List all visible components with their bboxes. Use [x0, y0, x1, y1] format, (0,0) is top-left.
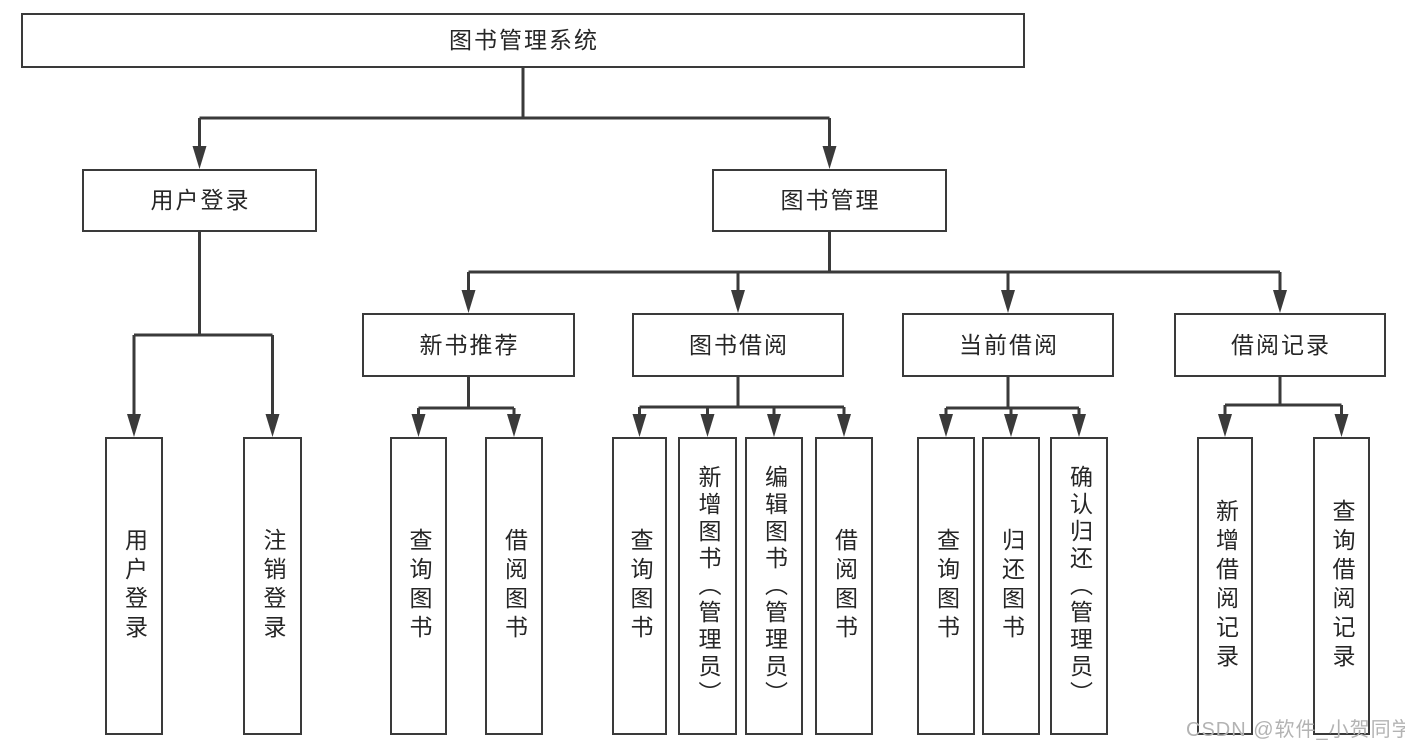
leaf-logout: 注销登录	[243, 437, 302, 735]
csdn-watermark: CSDN @软件_小贺同学	[1186, 719, 1405, 741]
leaf-borrow-query-book: 查询图书	[612, 437, 667, 735]
node-current-borrow: 当前借阅	[902, 313, 1114, 377]
leaf-recommend-query-book: 查询图书	[390, 437, 447, 735]
node-book-borrow: 图书借阅	[632, 313, 844, 377]
node-library-management-system: 图书管理系统	[21, 13, 1025, 68]
leaf-user-login: 用户登录	[105, 437, 163, 735]
leaf-borrow-edit-book-admin: 编辑图书（管理员）	[745, 437, 803, 735]
leaf-borrow-borrow-book: 借阅图书	[815, 437, 873, 735]
node-book-management: 图书管理	[712, 169, 947, 232]
leaf-current-query-book: 查询图书	[917, 437, 975, 735]
leaf-records-query-record: 查询借阅记录	[1313, 437, 1370, 735]
leaf-recommend-borrow-book: 借阅图书	[485, 437, 543, 735]
node-borrow-records: 借阅记录	[1174, 313, 1386, 377]
leaf-current-confirm-return-admin: 确认归还（管理员）	[1050, 437, 1108, 735]
leaf-borrow-add-book-admin: 新增图书（管理员）	[678, 437, 737, 735]
leaf-current-return-book: 归还图书	[982, 437, 1040, 735]
node-new-book-recommend: 新书推荐	[362, 313, 575, 377]
leaf-records-add-record: 新增借阅记录	[1197, 437, 1253, 735]
node-user-login: 用户登录	[82, 169, 317, 232]
